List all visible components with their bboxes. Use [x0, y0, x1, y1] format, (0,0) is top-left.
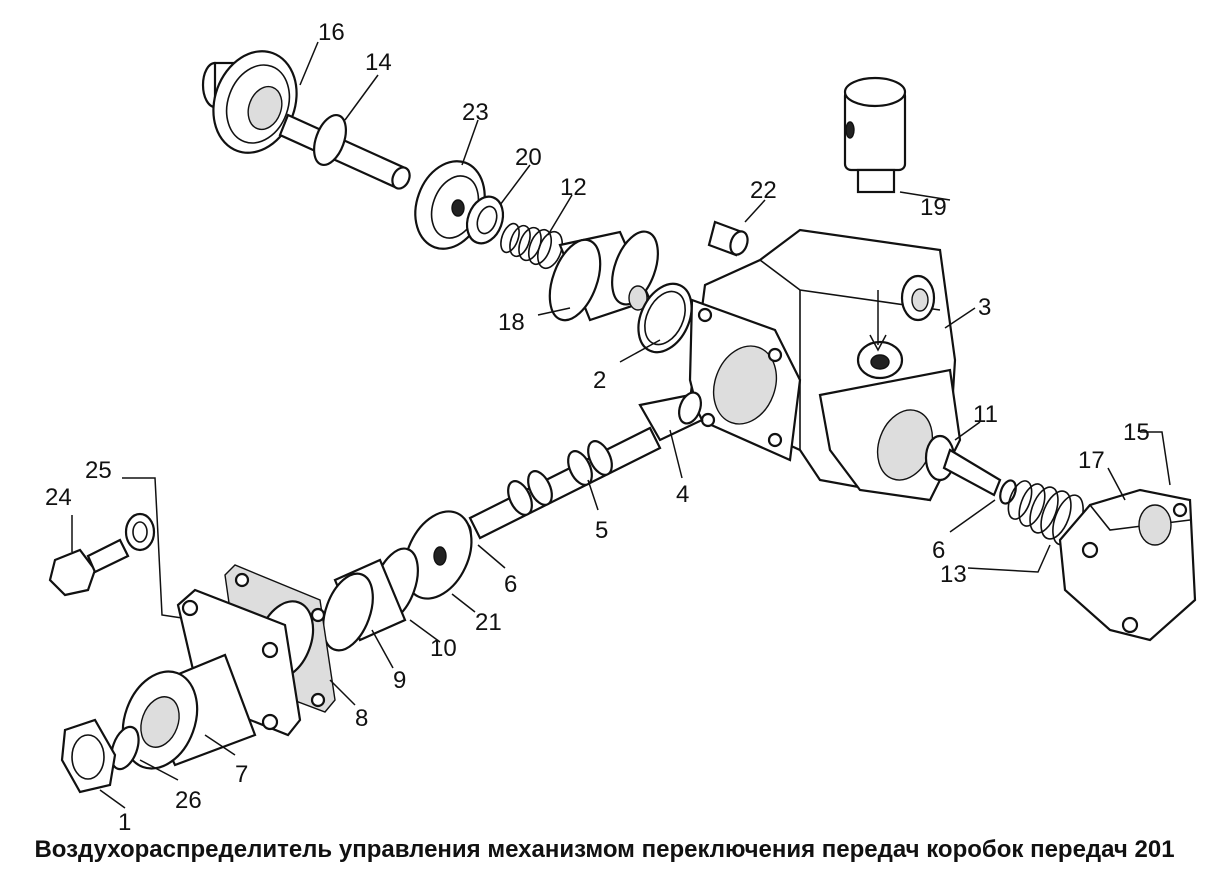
- part-12-spring: [500, 222, 564, 270]
- callout-2: 2: [593, 367, 606, 394]
- callout-22: 22: [750, 177, 777, 204]
- part-22-pin: [707, 220, 749, 257]
- part-7-cylinder: [121, 588, 302, 770]
- part-21-washer: [403, 510, 473, 600]
- figure-caption: Воздухораспределитель управления механиз…: [34, 836, 1175, 863]
- callout-19: 19: [920, 194, 947, 221]
- callout-26: 26: [175, 787, 202, 814]
- callout-labels: 1 2 3 4 5 6 6 7 8 9 10 11 12 13 14 15 16…: [45, 19, 1150, 830]
- callout-16: 16: [318, 19, 345, 46]
- part-20-ring: [465, 195, 505, 245]
- callout-5: 5: [595, 517, 608, 544]
- part-4-fitting: [638, 391, 704, 442]
- callout-4: 4: [676, 481, 689, 508]
- callout-11: 11: [973, 401, 998, 428]
- part-13-spring: [1007, 480, 1084, 546]
- part-5-spool: [468, 426, 662, 540]
- callout-9: 9: [393, 667, 406, 694]
- part-16-piston: [201, 50, 298, 154]
- part-14-rod: [278, 113, 411, 190]
- part-25-lock-washer: [124, 512, 156, 552]
- callout-12: 12: [560, 174, 587, 201]
- callout-20: 20: [515, 144, 542, 171]
- callout-1: 1: [118, 809, 131, 830]
- callout-17: 17: [1078, 447, 1105, 474]
- callout-21: 21: [475, 609, 502, 636]
- part-3-housing: [688, 228, 962, 502]
- part-18-valve-body: [548, 230, 659, 322]
- callout-6-left: 6: [504, 571, 517, 598]
- part-26-1-nut: [60, 718, 140, 794]
- callout-24: 24: [45, 484, 72, 511]
- callout-8: 8: [355, 705, 368, 732]
- callout-25: 25: [85, 457, 112, 484]
- callout-6-right: 6: [932, 537, 945, 564]
- callout-13: 13: [940, 561, 967, 588]
- part-19-plug: [843, 76, 907, 194]
- callout-10: 10: [430, 635, 457, 662]
- leader-lines: [71, 41, 1171, 809]
- callout-3: 3: [978, 294, 991, 321]
- part-10-9-piston: [322, 547, 419, 652]
- part-6-ring-right: [999, 479, 1017, 505]
- callout-15: 15: [1123, 419, 1150, 446]
- callout-7: 7: [235, 761, 248, 788]
- part-24-bolt: [48, 538, 130, 597]
- part-11-valve: [924, 434, 1002, 497]
- part-15-17-end-cap: [1058, 488, 1197, 642]
- callout-23: 23: [462, 99, 489, 126]
- callout-14: 14: [365, 49, 392, 76]
- callout-18: 18: [498, 309, 525, 336]
- exploded-parts-diagram: 1 2 3 4 5 6 6 7 8 9 10 11 12 13 14 15 16…: [45, 19, 1197, 830]
